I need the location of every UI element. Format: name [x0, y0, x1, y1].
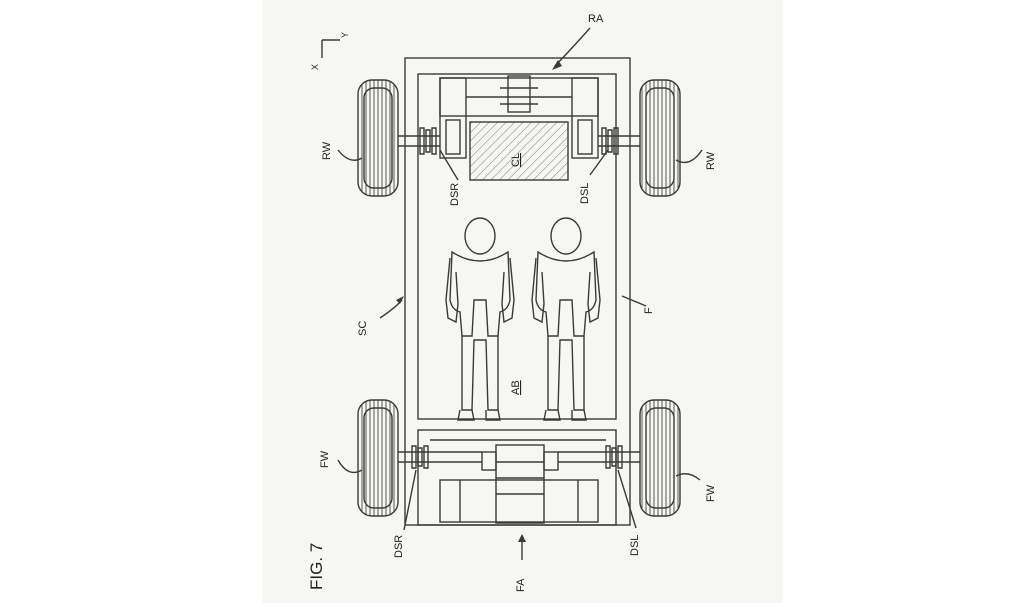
rear-drive-unit: [439, 75, 599, 159]
label-rw-right: RW: [705, 151, 717, 170]
leader-dsl-front: [617, 469, 637, 529]
front-drive-unit: [439, 444, 599, 524]
drawing-sheet: [262, 0, 782, 603]
front-bay-frame: [417, 429, 617, 526]
leader-rw-right: [675, 149, 703, 164]
cabin-inner-frame: [417, 73, 617, 420]
leader-dsr-rear: [439, 149, 459, 181]
figure-caption: FIG. 7: [307, 543, 326, 590]
leader-fw-left: [337, 459, 363, 474]
label-rw-left: RW: [321, 141, 333, 160]
cargo-load-box: [469, 121, 569, 181]
label-fa: FA: [515, 578, 527, 592]
arrowhead-fa: [518, 534, 526, 542]
axis-label-x: X: [310, 64, 320, 70]
label-dsl-front: DSL: [629, 535, 641, 556]
arrowhead-sc: [396, 296, 404, 304]
label-fw-left: FW: [319, 450, 331, 468]
leader-rw-left: [337, 149, 363, 161]
label-dsr-rear: DSR: [449, 183, 461, 206]
label-ra: RA: [588, 13, 604, 25]
front-wheel-right: [639, 399, 681, 517]
leader-ra: [554, 27, 591, 67]
label-f: F: [643, 307, 655, 314]
front-drive-shaft-left: [558, 445, 640, 469]
leader-f: [621, 295, 647, 307]
axis-label-y: Y: [340, 32, 350, 38]
leader-fw-right: [675, 473, 701, 481]
label-ab: AB: [510, 380, 522, 395]
occupant-figure-right: [531, 217, 601, 421]
occupant-figure-left: [445, 217, 515, 421]
label-dsl-rear: DSL: [579, 183, 591, 204]
front-drive-shaft-right: [398, 445, 482, 469]
label-fw-right: FW: [705, 484, 717, 502]
label-dsr-front: DSR: [393, 535, 405, 558]
leader-dsr-front: [403, 469, 417, 531]
front-wheel-left: [357, 399, 399, 517]
leader-dsl-rear: [589, 149, 609, 176]
rear-drive-shaft-right: [398, 127, 440, 155]
rear-wheel-right: [639, 79, 681, 197]
label-sc: SC: [357, 321, 369, 336]
axis-indicator: [321, 39, 340, 58]
label-cl: CL: [510, 153, 522, 167]
arrowhead-ra: [552, 60, 562, 70]
rear-drive-shaft-left: [598, 127, 640, 155]
rear-wheel-left: [357, 79, 399, 197]
